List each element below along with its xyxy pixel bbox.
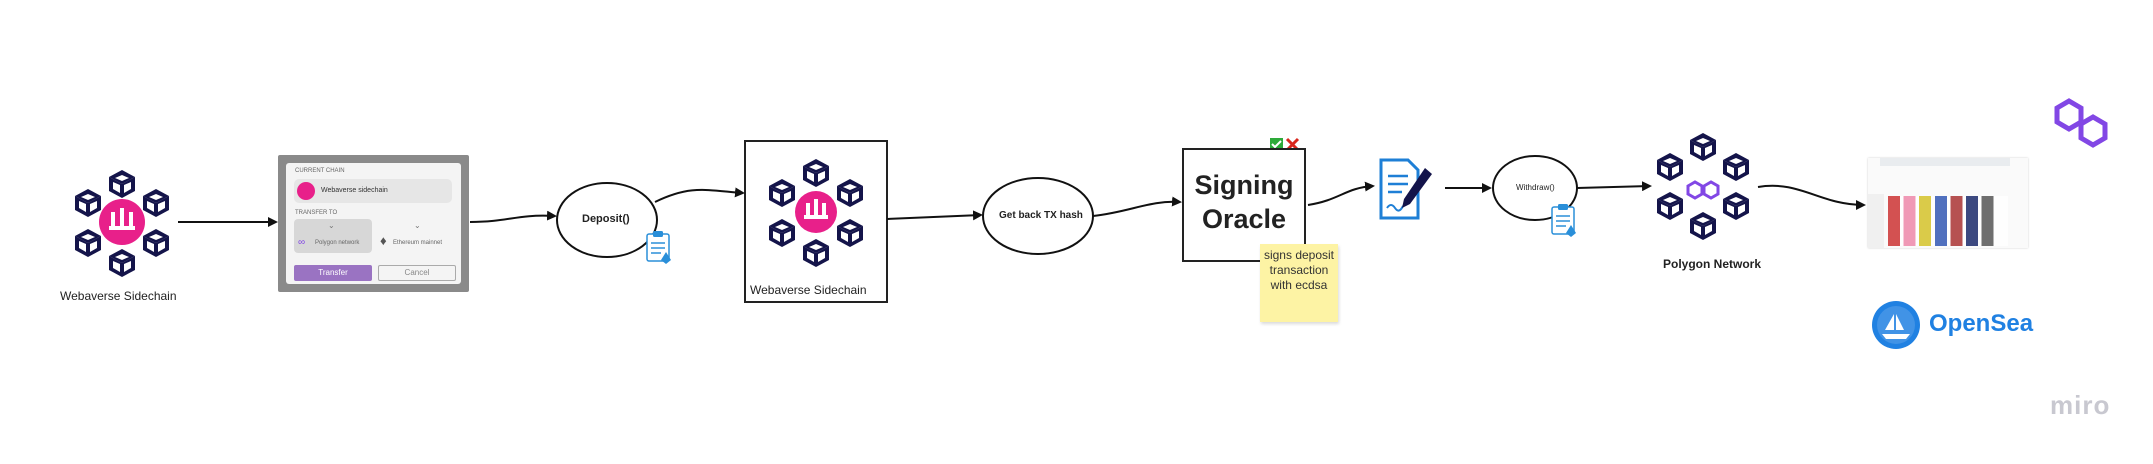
option-polygon[interactable]: ⌄ ∞ Polygon network <box>294 219 372 253</box>
arrow-withdraw-to-polygon <box>1576 181 1652 192</box>
chevron-down-icon: ⌄ <box>328 221 335 230</box>
arrow-polygon-to-opensea <box>1757 184 1866 210</box>
webaverse-left-label: Webaverse Sidechain <box>60 289 177 303</box>
transfer-button[interactable]: Transfer <box>294 265 372 281</box>
transfer-to-label: TRANSFER TO <box>295 210 338 216</box>
arrow-gettx-to-oracle <box>1092 196 1182 217</box>
deposit-ellipse <box>556 182 658 258</box>
transfer-dialog: CURRENT CHAIN Webaverse sidechain TRANSF… <box>278 155 469 292</box>
deposit-label: Deposit() <box>582 213 630 225</box>
signing-oracle-label: Signing Oracle <box>1194 170 1294 234</box>
webaverse-left-icon <box>75 170 169 277</box>
signing-oracle-box: Signing Oracle <box>1182 148 1306 262</box>
opensea-top-bar <box>1880 158 2010 166</box>
polygon-network-label: Polygon Network <box>1663 257 1762 271</box>
sticky-note: signs deposit transaction with ecdsa <box>1260 244 1338 322</box>
approve-check-icon <box>1270 138 1283 151</box>
arrow-sidechain-to-gettx <box>886 210 983 221</box>
webaverse-chain-icon <box>297 182 315 200</box>
opensea-screenshot <box>1868 158 2028 248</box>
opensea-sidebar <box>1868 194 1884 248</box>
webaverse-mid-icon <box>744 140 888 303</box>
cancel-button[interactable]: Cancel <box>378 265 456 281</box>
webaverse-mid-label: Webaverse Sidechain <box>750 283 867 297</box>
arrow-deposit-to-sidechain <box>654 187 745 203</box>
polygon-logo-icon <box>2054 98 2108 148</box>
withdraw-document-icon <box>1551 203 1577 238</box>
polygon-network-icon <box>1657 133 1749 240</box>
current-chain-label: CURRENT CHAIN <box>295 168 345 174</box>
signed-contract-icon <box>1379 158 1432 220</box>
deposit-document-icon <box>646 230 672 265</box>
opensea-logo-icon <box>1872 301 1920 349</box>
option-ethereum-label: Ethereum mainnet <box>393 240 443 246</box>
ethereum-icon: ♦ <box>380 233 387 248</box>
polygon-small-icon: ∞ <box>298 237 306 248</box>
arrow-oracle-to-contract <box>1307 181 1375 206</box>
opensea-nft-grid <box>1888 196 2008 246</box>
current-chain-select[interactable]: Webaverse sidechain <box>294 179 452 203</box>
option-ethereum[interactable]: ⌄ ♦ Ethereum mainnet <box>376 219 454 253</box>
option-polygon-label: Polygon network <box>315 240 360 246</box>
current-chain-value: Webaverse sidechain <box>321 187 388 194</box>
withdraw-label: Withdraw() <box>1516 183 1555 192</box>
arrow-card-to-deposit <box>469 210 557 223</box>
miro-watermark: miro <box>2050 390 2111 420</box>
get-tx-label: Get back TX hash <box>999 210 1083 221</box>
opensea-label: OpenSea <box>1929 310 2034 337</box>
chevron-down-icon: ⌄ <box>414 221 421 230</box>
